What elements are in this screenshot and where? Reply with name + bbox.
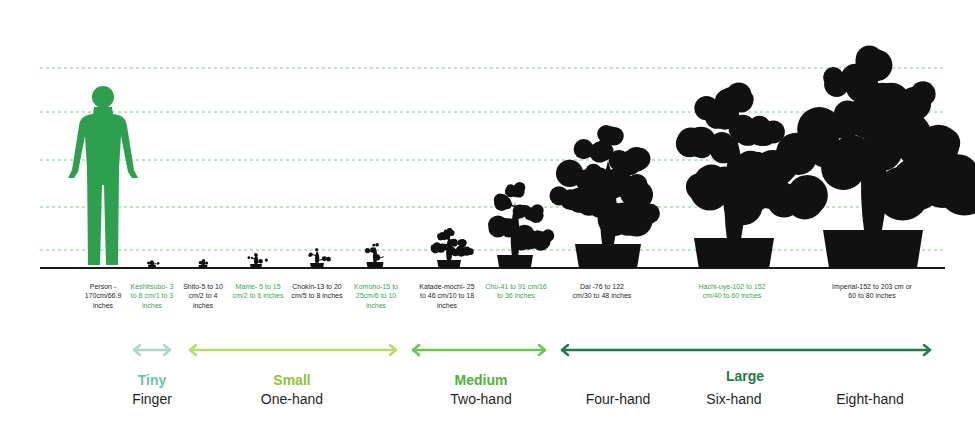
bonsai-tree <box>676 82 828 268</box>
hand-label: Two-hand <box>450 391 511 407</box>
size-label: Hachi-uye-102 to 152 cm/40 to 60 inches <box>697 282 767 301</box>
bonsai-tree <box>199 259 209 268</box>
tiny-arrow <box>134 345 170 355</box>
bonsai-pot <box>367 262 384 268</box>
range-arrows <box>134 345 930 355</box>
category-label: Small <box>273 372 310 388</box>
hand-label: Four-hand <box>586 391 651 407</box>
bonsai-tree <box>431 228 474 268</box>
bonsai-tree <box>488 182 554 268</box>
bonsai-silhouettes <box>147 45 975 268</box>
hand-label: Eight-hand <box>836 391 904 407</box>
size-label: Chokin-13 to 20 cm/5 to 8 inches <box>289 282 345 301</box>
bonsai-tree <box>147 260 159 268</box>
bonsai-pot <box>497 255 533 268</box>
large-arrow <box>562 345 930 355</box>
category-label: Tiny <box>138 372 167 388</box>
hand-label: Six-hand <box>706 391 761 407</box>
size-label: Mame- 5 to 15 cm/2 to 6 inches <box>231 282 285 301</box>
size-label: Katade-mochi- 25 to 46 cm/10 to 18 inche… <box>416 282 478 310</box>
bonsai-tree <box>365 243 384 268</box>
size-label: Chu-41 to 91 cm/16 to 36 inches <box>485 282 547 301</box>
bonsai-pot <box>310 263 324 268</box>
hand-label: Finger <box>132 391 172 407</box>
bonsai-tree <box>247 253 267 268</box>
bonsai-tree <box>549 125 659 268</box>
size-label: Shito-5 to 10 cm/2 to 4 inches <box>178 282 228 310</box>
bonsai-pot <box>199 265 208 268</box>
person-silhouette <box>68 86 138 265</box>
ground-line <box>40 267 945 269</box>
bonsai-tree <box>776 45 975 268</box>
bonsai-pot <box>823 230 923 268</box>
bonsai-pot <box>694 238 774 268</box>
size-label: Person - 170cm/66.9 inches <box>79 282 127 310</box>
bonsai-tree <box>308 248 331 268</box>
bonsai-pot <box>250 264 262 268</box>
bonsai-pot <box>575 244 641 268</box>
category-label: Medium <box>455 372 508 388</box>
bonsai-pot <box>148 265 156 268</box>
bonsai-pot <box>437 260 461 268</box>
grid-lines <box>40 68 945 250</box>
hand-label: One-hand <box>261 391 323 407</box>
small-arrow <box>190 345 396 355</box>
size-label: Komono-15 to 25cm/6 to 10 inches <box>348 282 404 310</box>
size-label: Dai -76 to 122 cm/30 to 48 inches <box>571 282 633 301</box>
medium-arrow <box>413 345 545 355</box>
size-label: Keshitsubo- 3 to 8 cm/1 to 3 inches <box>128 282 176 310</box>
size-label: Imperial-152 to 203 cm or 60 to 80 inche… <box>832 282 912 301</box>
category-label: Large <box>726 368 764 384</box>
